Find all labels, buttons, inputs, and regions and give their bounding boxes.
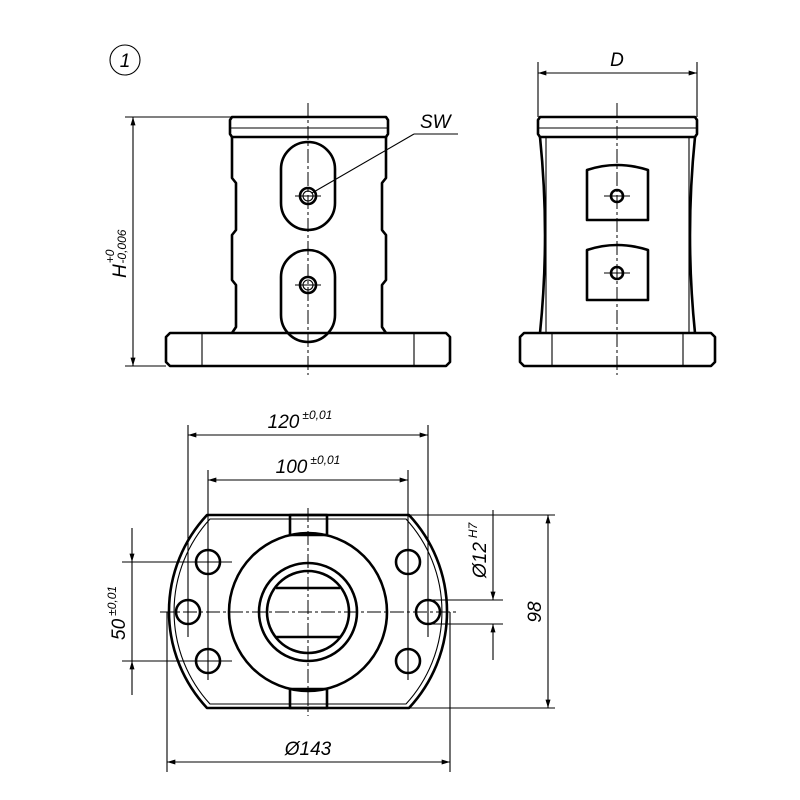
lower-pocket bbox=[585, 243, 650, 302]
dimension-pin-hole: Ø12H7 bbox=[466, 521, 491, 579]
dimension-120: 120±0,01 bbox=[268, 408, 333, 433]
height-dimension: H+0-0,006 bbox=[103, 229, 131, 278]
wrench-size-label: SW bbox=[420, 112, 453, 133]
view-marker: 1 bbox=[109, 44, 141, 76]
side-view: D bbox=[518, 50, 717, 375]
front-view: H+0-0,006 SW bbox=[103, 103, 458, 375]
top-view: 120±0,01 100±0,01 50±0,01 Ø143 98 Ø12H7 bbox=[105, 408, 555, 772]
depth-dimension: D bbox=[610, 50, 624, 71]
dimension-98: 98 bbox=[525, 601, 546, 623]
dimension-143: Ø143 bbox=[284, 739, 332, 760]
upper-pocket bbox=[585, 163, 650, 222]
svg-text:1: 1 bbox=[120, 51, 131, 72]
dimension-100: 100±0,01 bbox=[276, 453, 341, 478]
dimension-50: 50±0,01 bbox=[105, 586, 130, 640]
